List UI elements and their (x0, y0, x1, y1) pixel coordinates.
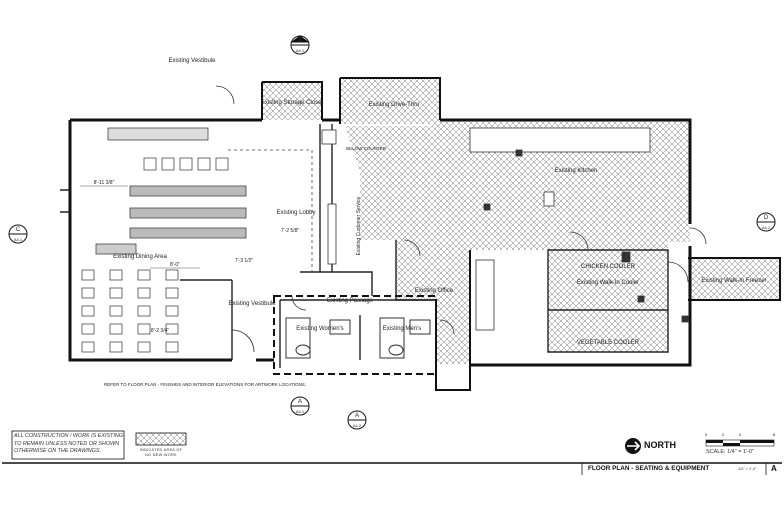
scale-bar (705, 439, 775, 447)
marker-right-letter: D (764, 215, 769, 221)
marker-bottom-b-sheet: A4.2 (353, 423, 362, 428)
dining-table (215, 157, 229, 171)
dining-table (143, 157, 157, 171)
scale-label: SCALE: 1/4" = 1'-0" (706, 449, 754, 455)
dining-table (81, 287, 95, 299)
room-drive-thru: Existing Drive-Thru (368, 102, 419, 108)
exterior-walls (68, 77, 781, 391)
dining-table (81, 305, 95, 317)
refer-note: REFER TO FLOOR PLAN - FINISHES AND INTER… (104, 382, 306, 387)
dining-table (109, 323, 123, 335)
marker-bottom-b-letter: A (355, 413, 359, 419)
dining-table (165, 341, 179, 353)
dining-booths (95, 127, 247, 255)
marker-top-sheet: A4.1 (296, 48, 305, 53)
room-vestibule-bottom: Existing Vestibule (228, 301, 276, 307)
restroom-fixtures (285, 317, 431, 359)
north-label: NORTH (644, 440, 676, 450)
room-storage-closet: Existing Storage Closet (261, 100, 324, 106)
room-womens: Existing Women's (296, 326, 343, 332)
dining-table (197, 157, 211, 171)
below-counter-label: BELOW COUNTER (346, 146, 387, 151)
sheet-id: A (771, 464, 777, 473)
room-walk-in-freezer: Existing Walk-In Freezer (701, 278, 766, 284)
dining-tables (81, 157, 229, 353)
section-markers (8, 35, 776, 430)
dining-table (81, 341, 95, 353)
dining-table (109, 305, 123, 317)
dining-table (165, 323, 179, 335)
room-mens: Existing Men's (383, 326, 422, 332)
marker-bottom-a-sheet: A4.1 (296, 409, 305, 414)
dining-table (137, 323, 151, 335)
legend-hatch-swatch (135, 432, 187, 446)
north-arrow-icon (625, 438, 641, 454)
dining-table (109, 341, 123, 353)
no-new-work-hatch (262, 78, 780, 364)
dining-table (137, 269, 151, 281)
dining-table (165, 287, 179, 299)
scale-tick-1: 2 (722, 432, 725, 437)
room-walk-in-cooler: Existing Walk-In Cooler (577, 280, 639, 286)
construction-note-box (11, 430, 125, 460)
dining-table (109, 287, 123, 299)
door-swings (215, 85, 707, 353)
room-office: Existing Office (415, 288, 454, 294)
dining-table (165, 269, 179, 281)
room-kitchen: Existing Kitchen (555, 168, 598, 174)
dimension-2: 8'-0" (170, 262, 180, 268)
dimension-4: 8'-2 3/4" (151, 328, 170, 334)
marker-left-letter: C (16, 227, 21, 233)
kitchen-equipment (321, 127, 689, 331)
room-passage: Existing Passage (327, 298, 374, 304)
marker-bottom-a-letter: A (298, 399, 302, 405)
room-chicken-cooler: CHICKEN COOLER (581, 264, 636, 270)
marker-top-letter: B (298, 38, 302, 44)
dimension-5: 7'-3 1/2" (235, 258, 254, 264)
dining-table (109, 269, 123, 281)
dining-table (137, 305, 151, 317)
dining-table (137, 287, 151, 299)
room-vestibule-top: Existing Vestibule (168, 58, 216, 64)
legend-label: INDICATED AREA OF NO NEW WORK (139, 448, 183, 457)
room-dining-area: Existing Dining Area (113, 254, 167, 260)
room-customer-service: Existing Customer Service (356, 196, 362, 255)
dining-table (137, 341, 151, 353)
interior-walls (60, 124, 669, 368)
marker-right-sheet: A4.1 (762, 225, 771, 230)
dimension-3: 7'-2 5/8" (281, 228, 300, 234)
dimension-1: 8'-11 3/8" (94, 180, 115, 186)
dining-table (81, 323, 95, 335)
scale-tick-3: 8 (773, 432, 776, 437)
sheet-scale: 1/4" = 1'-0" (738, 467, 757, 471)
dining-table (165, 305, 179, 317)
restroom-boundary (273, 295, 437, 375)
dining-table (179, 157, 193, 171)
marker-left-sheet: A4.1 (14, 237, 23, 242)
dining-table (81, 269, 95, 281)
scale-tick-2: 4 (739, 432, 742, 437)
scale-tick-0: 0 (705, 432, 708, 437)
dining-table (161, 157, 175, 171)
sheet-title: FLOOR PLAN - SEATING & EQUIPMENT (588, 465, 710, 472)
construction-note: ALL CONSTRUCTION / WORK IS EXISTING TO R… (14, 433, 123, 455)
room-vegetable-cooler: VEGETABLE COOLER (577, 340, 640, 346)
room-lobby: Existing Lobby (276, 210, 315, 216)
